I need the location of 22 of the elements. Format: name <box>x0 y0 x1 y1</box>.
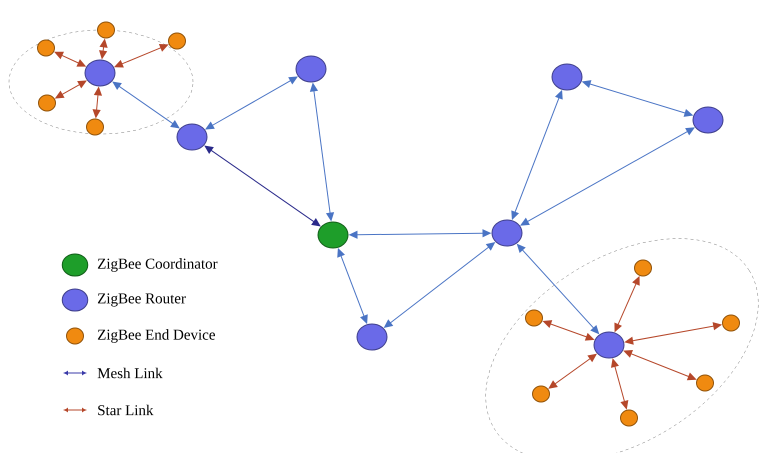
legend-label: Mesh Link <box>98 368 163 378</box>
end-device-node <box>722 314 740 332</box>
legend-label: ZigBee End Device <box>98 329 215 343</box>
router-node <box>356 324 388 350</box>
end-device-node <box>97 22 115 38</box>
end-device-node <box>620 410 638 426</box>
arrow <box>516 244 600 334</box>
router-node <box>176 124 208 150</box>
end-device-node <box>532 386 550 402</box>
router-node <box>552 64 582 90</box>
legend-label: ZigBee Coordinator <box>98 258 218 272</box>
router-node <box>296 56 326 82</box>
end-device-node <box>696 374 714 392</box>
end-device-node <box>634 260 652 276</box>
router-node <box>84 60 116 86</box>
router-node <box>492 220 522 246</box>
end-device-node <box>37 40 55 56</box>
legend-label: ZigBee Router <box>98 293 186 307</box>
legend-label: Star Link <box>98 404 154 416</box>
router-node <box>594 332 624 358</box>
router-node <box>692 106 724 134</box>
coordinator-node <box>318 222 348 248</box>
